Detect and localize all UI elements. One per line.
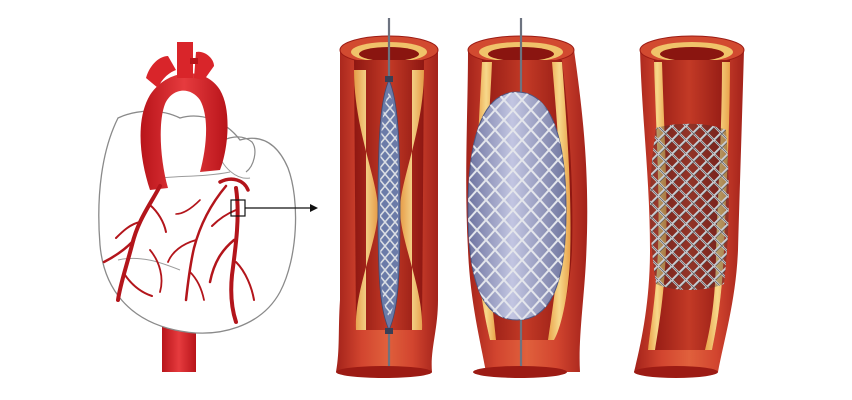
plaque-right bbox=[400, 70, 424, 330]
vessel-stage-3 bbox=[634, 35, 745, 378]
brachiocephalic-artery bbox=[146, 56, 176, 88]
plaque-left bbox=[354, 70, 378, 330]
carotid-artery bbox=[177, 42, 193, 78]
expanded-stent bbox=[468, 92, 566, 320]
coronary-arteries bbox=[102, 177, 255, 324]
aortic-arch bbox=[140, 73, 228, 190]
deployed-stent bbox=[650, 123, 729, 291]
subclavian-artery bbox=[194, 51, 214, 80]
pointer-arrow bbox=[245, 204, 318, 212]
vessel-stage-1 bbox=[336, 18, 439, 378]
heart-outline bbox=[98, 110, 297, 334]
crimped-stent bbox=[380, 92, 398, 318]
heart-illustration bbox=[98, 42, 297, 372]
vessel-stage-2 bbox=[466, 18, 588, 378]
